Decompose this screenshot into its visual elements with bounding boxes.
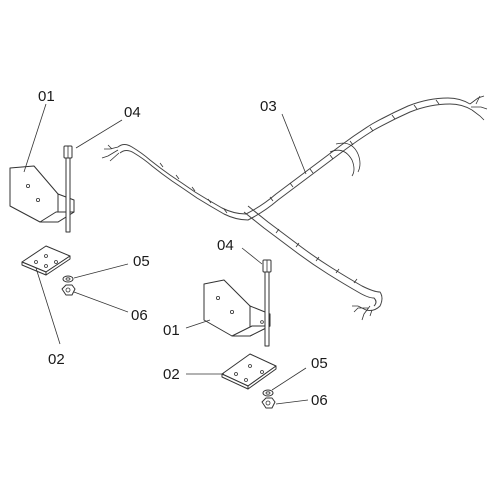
harness-end-left bbox=[101, 144, 120, 162]
callout-labels: 01 04 03 05 06 02 04 01 02 05 06 bbox=[38, 88, 328, 409]
callout-harness: 03 bbox=[260, 98, 277, 115]
harness-end-right bbox=[469, 95, 488, 121]
harness-end-bottom bbox=[352, 305, 373, 321]
callout-bolt-lower: 04 bbox=[217, 237, 234, 254]
harness-branch-lower-2 bbox=[243, 211, 377, 307]
harness-trunk-upper-2 bbox=[119, 103, 473, 221]
nut-lower bbox=[261, 397, 276, 409]
harness-branch-lower bbox=[247, 205, 383, 311]
harness-trunk-upper bbox=[117, 97, 471, 215]
bracket-assembly-upper bbox=[9, 145, 76, 296]
mounting-plate-lower bbox=[221, 353, 277, 390]
mounting-bracket-upper bbox=[9, 165, 75, 223]
mounting-bracket-lower bbox=[203, 279, 271, 337]
callout-bolt-upper: 04 bbox=[124, 104, 141, 121]
bolt-lower bbox=[262, 259, 272, 347]
harness-wrap-texture bbox=[159, 99, 440, 284]
callout-plate-upper: 02 bbox=[48, 351, 65, 368]
callout-washer-lower: 05 bbox=[311, 355, 328, 372]
mounting-plate-upper bbox=[21, 245, 71, 276]
callout-nut-upper: 06 bbox=[131, 307, 148, 324]
harness-break-mark bbox=[329, 142, 361, 177]
washer-upper-hole bbox=[65, 277, 71, 281]
bolt-upper bbox=[63, 145, 73, 233]
nut-upper bbox=[61, 284, 76, 296]
washer-lower-hole bbox=[265, 391, 271, 395]
callout-bracket-lower: 01 bbox=[163, 322, 180, 339]
bracket-assembly-lower bbox=[203, 259, 277, 409]
callout-bracket-upper: 01 bbox=[38, 88, 55, 105]
callout-plate-lower: 02 bbox=[163, 366, 180, 383]
callout-nut-lower: 06 bbox=[311, 392, 328, 409]
callout-washer-upper: 05 bbox=[133, 253, 150, 270]
leader-lines bbox=[23, 103, 309, 405]
wire-harness bbox=[101, 95, 488, 321]
